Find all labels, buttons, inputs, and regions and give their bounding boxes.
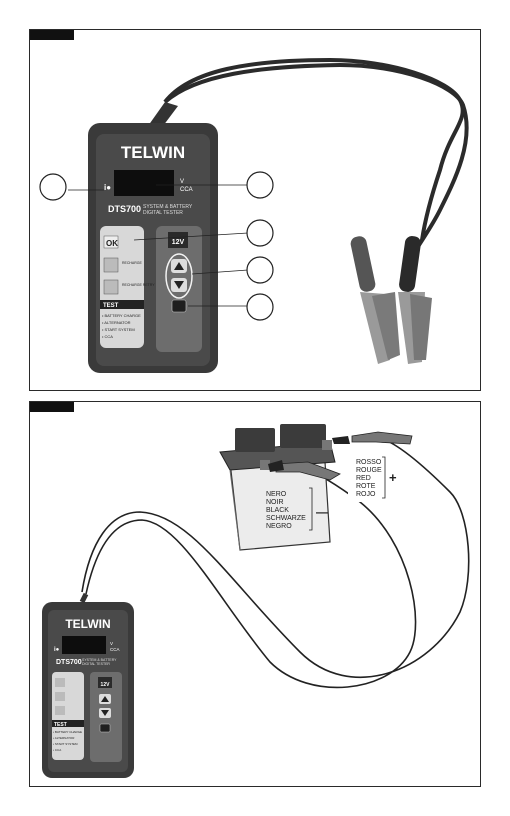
positive-sign: + (389, 470, 397, 485)
ok-indicator (103, 235, 119, 249)
brand-logo: TELWIN (65, 617, 110, 631)
model-label: DTS700 (108, 204, 141, 214)
enter-button[interactable] (99, 723, 111, 733)
callout-line-3 (133, 232, 249, 241)
negative-color-nero: NERO (266, 491, 287, 498)
recharge-retry-label: RECHARGE RETRY (122, 283, 155, 287)
up-arrow-icon (101, 696, 109, 702)
negative-sign: — (316, 505, 328, 519)
model-label: DTS700 (56, 659, 82, 666)
figure-2-illustration: NERO NOIR BLACK SCHWARZE NEGRO — ROSSO R… (42, 424, 470, 778)
brand-logo: TELWIN (121, 143, 185, 162)
test-item-start-system: • START SYSTEM (53, 742, 78, 746)
lcd-display (62, 636, 106, 654)
positive-color-red: RED (356, 475, 371, 482)
positive-arrow-icon (332, 436, 350, 444)
cable-strain-relief (79, 592, 89, 604)
test-item-start-system: • START SYSTEM (102, 327, 135, 332)
test-cable-right (163, 62, 469, 261)
figure-2-panel: NERO NOIR BLACK SCHWARZE NEGRO — ROSSO R… (29, 401, 481, 787)
up-arrow-icon (174, 262, 184, 270)
positive-label-background (348, 456, 390, 502)
lcd-display (114, 170, 174, 196)
unit-cca-label: CCA (110, 647, 120, 652)
info-icon: i● (104, 183, 111, 192)
callout-circle-1 (39, 173, 67, 201)
subtitle-line2: DIGITAL TESTER (143, 210, 183, 216)
subtitle-line2: DIGITAL TESTER (82, 662, 110, 666)
figure-2-number-tab (30, 402, 74, 412)
test-header-bar (100, 300, 144, 309)
negative-color-noir: NOIR (266, 499, 284, 506)
positive-color-rojo: ROJO (356, 491, 376, 498)
test-cable-negative (85, 465, 417, 689)
test-item-cca: • CCA (102, 334, 113, 339)
callout-circle-4 (246, 256, 274, 284)
black-battery-clamp (398, 236, 432, 364)
red-battery-clamp (350, 236, 400, 364)
positive-bracket (382, 456, 386, 499)
subtitle-line1: SYSTEM & BATTERY (82, 658, 117, 662)
black-clamp-on-terminal (275, 461, 341, 481)
red-clamp-on-terminal (351, 431, 413, 445)
test-item-alternator: • ALTERNATOR (102, 320, 131, 325)
down-arrow-icon (101, 710, 109, 716)
test-item-battery-charge: • BATTERY CHARGE (102, 313, 141, 318)
unit-v-label: V (180, 179, 184, 185)
recharge-retry-indicator (103, 279, 119, 295)
negative-arrow-icon (268, 460, 284, 472)
car-battery (219, 424, 336, 551)
negative-color-schwarze: SCHWARZE (266, 515, 306, 522)
ok-indicator (55, 678, 65, 687)
recharge-indicator (55, 692, 65, 701)
voltage-label: 12V (101, 682, 111, 688)
test-cable-positive (81, 437, 470, 678)
unit-cca-label: CCA (180, 187, 193, 193)
test-header-bar (52, 720, 84, 727)
figure-1-number-tab (30, 30, 74, 40)
down-arrow-icon (174, 281, 184, 289)
figure-1-panel: TELWIN V CCA i● DTS700 SYSTEM & BATTERY … (29, 29, 481, 391)
callout-line-4 (191, 269, 249, 275)
recharge-retry-indicator (55, 706, 65, 715)
test-header: TEST (103, 303, 119, 309)
positive-color-rouge: ROUGE (356, 467, 382, 474)
callout-circle-3 (246, 219, 274, 247)
ok-label: OK (106, 239, 118, 248)
test-item-battery-charge: • BATTERY CHARGE (53, 730, 82, 734)
enter-button[interactable] (171, 299, 187, 313)
negative-color-negro: NEGRO (266, 523, 292, 530)
voltage-selector[interactable] (168, 232, 188, 248)
recharge-indicator (103, 257, 119, 273)
test-item-cca: • CCA (53, 748, 61, 752)
arrow-buttons-outline (165, 253, 193, 299)
callout-circle-5 (246, 293, 274, 321)
status-panel (100, 226, 144, 348)
test-item-alternator: • ALTERNATOR (53, 736, 75, 740)
subtitle-line1: SYSTEM & BATTERY (143, 204, 193, 210)
recharge-label: RECHARGE (122, 261, 143, 265)
negative-bracket (309, 487, 313, 531)
info-icon: i● (54, 647, 60, 653)
voltage-label: 12V (172, 239, 185, 246)
test-header: TEST (54, 722, 67, 728)
figure-1-illustration: TELWIN V CCA i● DTS700 SYSTEM & BATTERY … (39, 57, 469, 373)
positive-color-rote: ROTE (356, 483, 376, 490)
callout-circle-2 (246, 171, 274, 199)
negative-color-black: BLACK (266, 507, 289, 514)
positive-color-rosso: ROSSO (356, 459, 382, 466)
voltage-selector[interactable] (98, 677, 112, 688)
unit-v-label: V (110, 641, 113, 646)
